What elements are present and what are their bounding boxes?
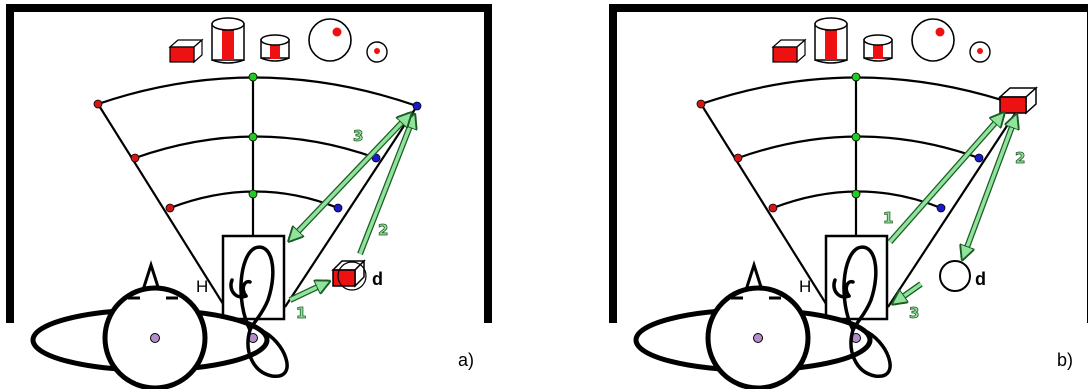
target-label: d: [975, 269, 986, 289]
target-object-box: [331, 259, 367, 291]
step-3-label: 3: [353, 127, 363, 145]
step-1-label: 1: [296, 304, 306, 322]
step-1-label: 1: [883, 209, 893, 227]
motion-arrows: [887, 114, 1016, 303]
panel-a: H d 1 2 3 a): [10, 8, 488, 388]
panel-caption: a): [458, 350, 474, 370]
panel-b: H d 1 2 3 b): [613, 8, 1088, 388]
empty-target-circle: [939, 260, 971, 292]
step-2-label: 2: [1015, 149, 1025, 167]
step-2-label: 2: [378, 221, 388, 239]
target-label: d: [372, 269, 383, 289]
motion-arrows: [290, 114, 414, 303]
step-3-label: 3: [909, 304, 919, 322]
hand-label: H: [196, 277, 208, 296]
hand-label: H: [799, 277, 811, 296]
panel-caption: b): [1057, 350, 1073, 370]
relocated-object-box: [998, 86, 1038, 115]
